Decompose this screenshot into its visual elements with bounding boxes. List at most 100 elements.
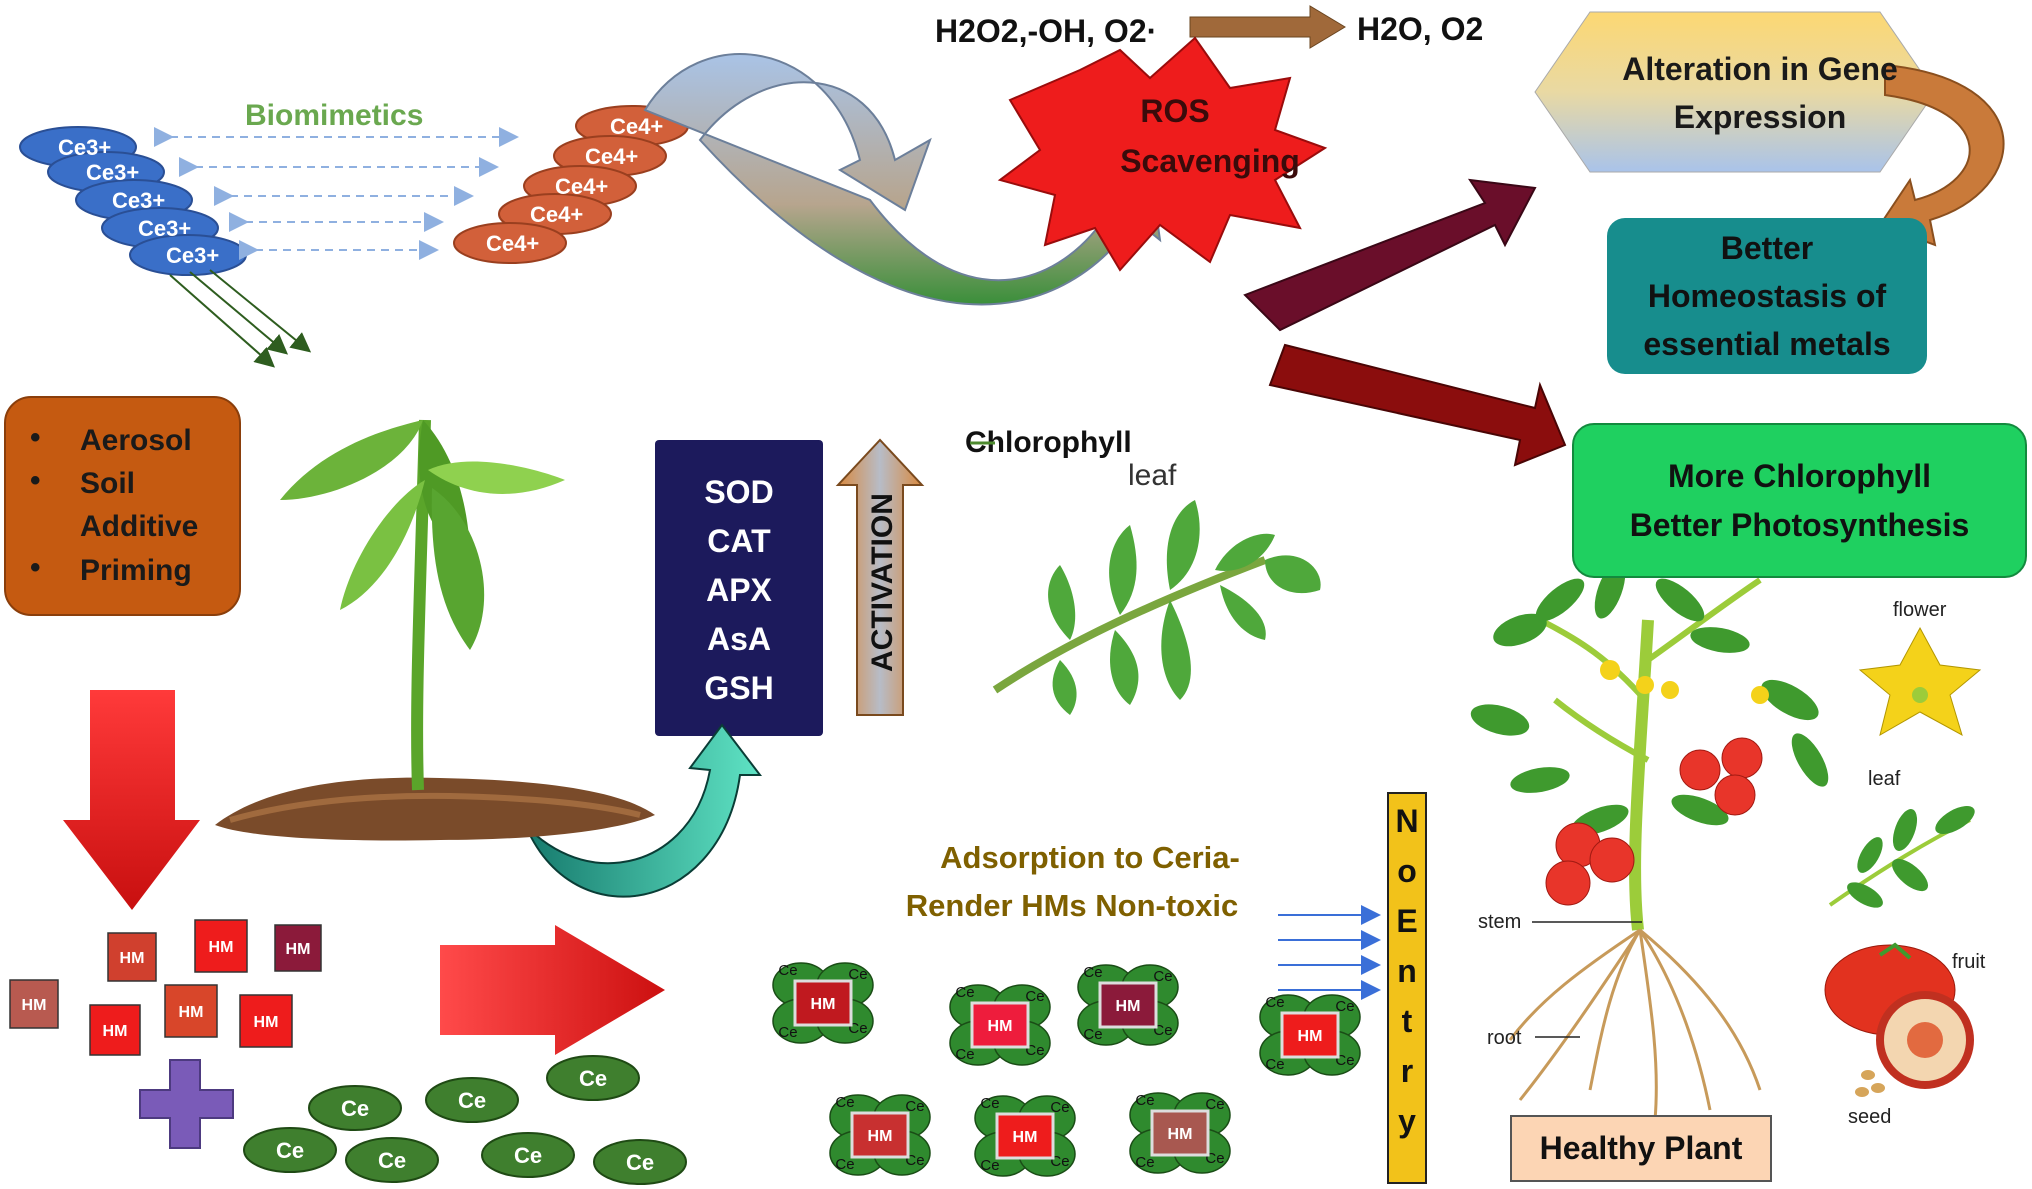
- hm-core: [1150, 1109, 1210, 1157]
- application-priming: Priming: [80, 554, 192, 587]
- ce-small-label: Ce: [1050, 1153, 1069, 1170]
- ce-small-label: Ce: [1135, 1092, 1154, 1109]
- healthy-plant-box: Healthy Plant: [1510, 1115, 1772, 1182]
- hm-label: HM: [179, 1004, 204, 1021]
- ce-small-label: Ce: [778, 1024, 797, 1041]
- ce4-label: Ce4+: [585, 144, 638, 169]
- ce-small-label: Ce: [1135, 1154, 1154, 1171]
- ce-small-label: Ce: [1083, 1026, 1102, 1043]
- gene-expression-hexagon: [1534, 11, 1936, 173]
- bullet: •: [30, 464, 41, 497]
- redox-cycle-arrow: [643, 53, 1162, 306]
- enzyme-cat: CAT: [707, 523, 771, 559]
- ce-label: Ce: [276, 1138, 304, 1163]
- seed-label: seed: [1848, 1106, 1891, 1128]
- ce3-label: Ce3+: [112, 188, 165, 213]
- gene-expression-label: Alteration in Gene Expression: [1580, 18, 1940, 168]
- reaction-products: H2O, O2: [1357, 11, 1483, 47]
- ce3-label: Ce3+: [86, 160, 139, 185]
- ce-small-label: Ce: [955, 1046, 974, 1063]
- ce-label: Ce: [341, 1096, 369, 1121]
- ce-small-label: Ce: [1265, 1056, 1284, 1073]
- ros-line1: ROS: [1140, 93, 1209, 129]
- hm-core: [995, 1112, 1055, 1160]
- activation-arrow: [835, 438, 925, 716]
- root-label: root: [1487, 1027, 1522, 1049]
- hm-square: [194, 919, 248, 973]
- hm-core: [970, 1001, 1030, 1049]
- chlorophyll-photosynthesis-box: More Chlorophyll Better Photosynthesis: [1572, 423, 2027, 578]
- homeostasis-text: Better Homeostasis of essential metals: [1643, 230, 1891, 362]
- ce4-stack: Ce4+ Ce4+ Ce4+ Ce4+ Ce4+: [453, 105, 689, 264]
- plus-icon: [139, 1059, 234, 1149]
- tomato-fruit-illustration: [1824, 942, 1974, 1089]
- healthy-plant-illustration: stem root: [1470, 561, 1829, 1121]
- seedling-illustration: [215, 419, 655, 841]
- flower-illustration: [1858, 626, 1982, 737]
- ce-small-label: Ce: [1335, 998, 1354, 1015]
- no-entry-letter: t: [1402, 1003, 1413, 1039]
- ce4-label: Ce4+: [555, 174, 608, 199]
- ce-small-label: Ce: [980, 1095, 999, 1112]
- enzyme-sod: SOD: [704, 474, 773, 510]
- adsorption-line1: Adsorption to Ceria-: [940, 840, 1240, 875]
- ce-small-label: Ce: [835, 1156, 854, 1173]
- hm-label: HM: [1298, 1028, 1323, 1045]
- hm-core: [793, 979, 853, 1027]
- small-leaf-illustration: [1828, 806, 1975, 908]
- ce-particle: [546, 1055, 640, 1101]
- ce-small-label: Ce: [848, 1020, 867, 1037]
- hm-label: HM: [1168, 1126, 1193, 1143]
- ce-small-label: Ce: [1205, 1150, 1224, 1167]
- hm-label: HM: [811, 996, 836, 1013]
- adsorption-line2: Render HMs Non-toxic: [906, 888, 1238, 923]
- ce-small-label: Ce: [905, 1098, 924, 1115]
- red-down-arrow: [63, 690, 200, 910]
- arrows-to-no-entry: [1278, 905, 1381, 1000]
- arrow-to-chlorophyll: [1268, 343, 1567, 467]
- ce-small-label: Ce: [955, 984, 974, 1001]
- ce-small-label: Ce: [1025, 1042, 1044, 1059]
- chlorophyll-box-line1: More Chlorophyll: [1667, 457, 1932, 494]
- bullet: •: [30, 421, 41, 454]
- hm-core: [850, 1111, 910, 1159]
- no-entry-letter: N: [1395, 803, 1418, 839]
- ce4-label: Ce4+: [486, 231, 539, 256]
- stem-label: stem: [1478, 911, 1521, 933]
- hm-label: HM: [209, 939, 234, 956]
- ce-particle: [425, 1077, 519, 1123]
- hm-label: HM: [22, 997, 47, 1014]
- ce-small-label: Ce: [1050, 1099, 1069, 1116]
- arrow-to-homeostasis: [1878, 63, 2005, 247]
- hm-square: [239, 994, 293, 1048]
- arrow-to-gene: [1243, 178, 1537, 332]
- ce-label: Ce: [626, 1150, 654, 1175]
- seed-illustration: [1855, 1070, 1885, 1097]
- ce-small-label: Ce: [1083, 964, 1102, 981]
- ce-particle: [243, 1127, 337, 1173]
- hm-label: HM: [254, 1014, 279, 1031]
- ce3-label: Ce3+: [166, 243, 219, 268]
- ce-particle: [345, 1137, 439, 1183]
- gene-expression-text: Alteration in Gene Expression: [1622, 51, 1898, 135]
- activation-label: ACTIVATION: [866, 493, 899, 672]
- ce3-label: Ce3+: [138, 216, 191, 241]
- hm-label: HM: [103, 1023, 128, 1040]
- no-entry-letter: r: [1401, 1053, 1413, 1089]
- ce-small-label: Ce: [1153, 1022, 1172, 1039]
- leaf-label-small: leaf: [1868, 768, 1901, 790]
- hm-core: [1098, 981, 1158, 1029]
- hm-square: [9, 979, 59, 1029]
- no-entry-letter: n: [1397, 953, 1417, 989]
- no-entry-letter: E: [1396, 903, 1417, 939]
- ce-particle: [593, 1139, 687, 1185]
- no-entry-letter: o: [1397, 853, 1417, 889]
- ce-small-label: Ce: [778, 962, 797, 979]
- ce-label: Ce: [579, 1066, 607, 1091]
- healthy-plant-label: Healthy Plant: [1539, 1130, 1743, 1166]
- ce3-down-arrows: [169, 269, 312, 368]
